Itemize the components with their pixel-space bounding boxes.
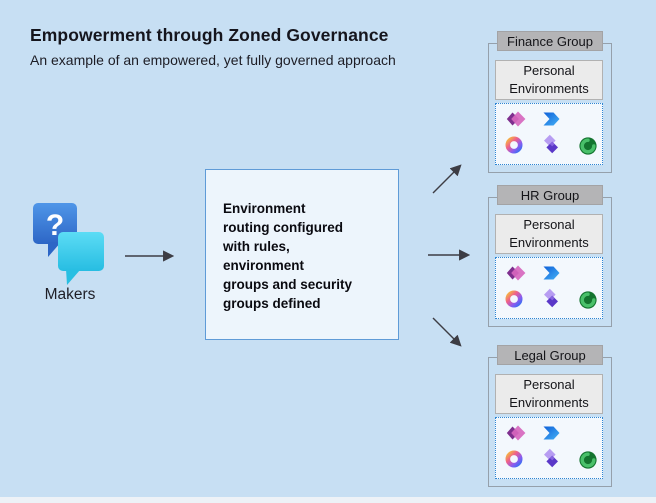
makers-chat-bubbles-icon: ? — [33, 203, 104, 285]
environments-dotted-box — [495, 417, 603, 479]
copilot-icon — [505, 290, 523, 308]
power-apps-icon — [506, 265, 526, 281]
arrow-router-to-hr — [428, 249, 471, 261]
page-subtitle: An example of an empowered, yet fully go… — [30, 52, 396, 68]
copilot-icon — [505, 136, 523, 154]
group-title: Legal Group — [497, 345, 603, 365]
personal-environments-box: Personal Environments — [495, 214, 603, 254]
copilot-icon — [505, 450, 523, 468]
makers-figure: ? Makers — [28, 198, 112, 303]
power-pages-icon — [544, 288, 558, 308]
bottom-strip — [0, 497, 656, 503]
power-pages-icon — [544, 448, 558, 468]
makers-label: Makers — [44, 286, 96, 303]
power-automate-icon — [543, 426, 560, 440]
power-automate-icon — [543, 266, 560, 280]
legal-group: Legal Group Personal Environments — [488, 345, 612, 487]
power-automate-icon — [543, 112, 560, 126]
dataverse-icon — [579, 137, 597, 155]
environment-routing-box: Environment routing configured with rule… — [205, 169, 399, 340]
power-apps-icon — [506, 425, 526, 441]
power-apps-icon — [506, 111, 526, 127]
environments-dotted-box — [495, 103, 603, 165]
hr-group: HR Group Personal Environments — [488, 185, 612, 327]
arrow-makers-to-router — [125, 250, 175, 262]
personal-environments-box: Personal Environments — [495, 60, 603, 100]
dataverse-icon — [579, 291, 597, 309]
arrow-router-to-legal — [432, 317, 462, 347]
page-title: Empowerment through Zoned Governance — [30, 25, 389, 45]
group-title: HR Group — [497, 185, 603, 205]
personal-environments-box: Personal Environments — [495, 374, 603, 414]
power-pages-icon — [544, 134, 558, 154]
arrow-router-to-finance — [432, 164, 462, 194]
finance-group: Finance Group Personal Environments — [488, 31, 612, 173]
environment-routing-text: Environment routing configured with rule… — [223, 201, 353, 311]
dataverse-icon — [579, 451, 597, 469]
environments-dotted-box — [495, 257, 603, 319]
group-title: Finance Group — [497, 31, 603, 51]
